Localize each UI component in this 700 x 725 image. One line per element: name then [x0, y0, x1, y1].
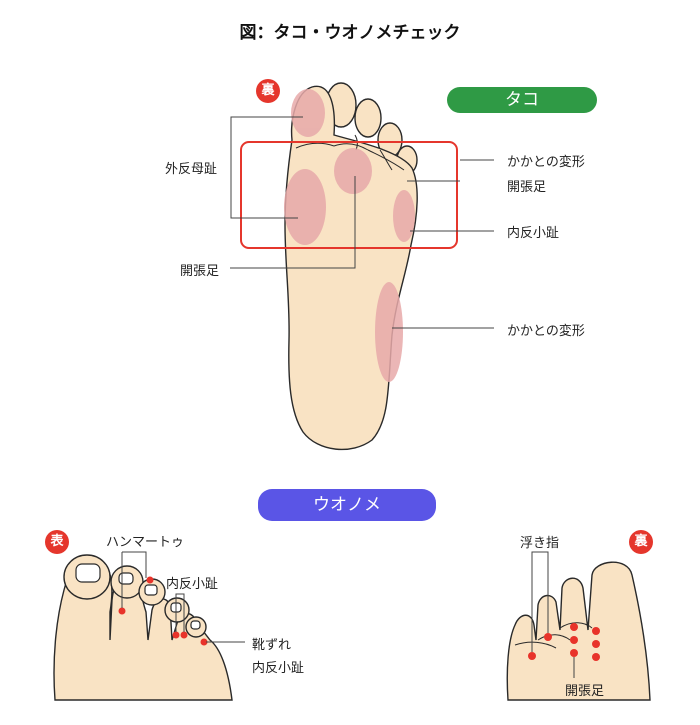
uoname-dot-hammer-toe-2	[146, 576, 154, 584]
top-leader-lines	[230, 116, 494, 329]
label-tailor-bunion-front-2: 内反小趾	[252, 661, 305, 676]
toe-3	[354, 98, 382, 138]
tako-spot-big-toe	[291, 89, 325, 137]
uoname-dot-floating-1	[528, 652, 536, 660]
uoname-dot-floating-2	[544, 633, 552, 641]
uoname-section-label: ウオノメ	[258, 489, 436, 521]
uoname-dots-sole	[528, 623, 600, 661]
foot-sole-bottom-view	[506, 561, 651, 701]
tako-spot-first-metatarsal	[284, 169, 326, 245]
uoname-dot-splay-6	[592, 653, 600, 661]
uoname-dot-tailor-2	[180, 631, 188, 639]
uoname-dot-splay-2	[570, 636, 578, 644]
tako-spot-fifth-metatarsal	[393, 190, 415, 242]
front-leader-lines	[121, 551, 245, 643]
uoname-dot-splay-3	[570, 649, 578, 657]
tako-spot-second-metatarsal	[334, 148, 372, 194]
label-splay-foot-sole: 開張足	[565, 684, 605, 699]
label-floating-toe: 浮き指	[520, 536, 560, 551]
uoname-dot-tailor-1	[172, 631, 180, 639]
uoname-dot-splay-4	[592, 627, 600, 635]
uoname-dot-shoe-rub	[200, 638, 208, 646]
label-heel-deformity-1: かかとの変形	[507, 155, 585, 170]
page-title: 図：タコ・ウオノメチェック	[239, 23, 461, 43]
badge-sole-top: 裏	[256, 79, 280, 103]
sole-bottom-leader-lines	[531, 551, 575, 678]
uoname-dot-splay-1	[570, 623, 578, 631]
uoname-dot-splay-5	[592, 640, 600, 648]
tako-spot-heel-edge	[375, 282, 403, 382]
badge-sole-bottom: 裏	[629, 530, 653, 554]
label-splay-foot-left: 開張足	[180, 264, 220, 279]
sole-bottom-body	[506, 561, 651, 701]
label-heel-deformity-2: かかとの変形	[507, 324, 585, 339]
sole-bottom-details	[514, 622, 593, 649]
label-splay-foot-right: 開張足	[507, 180, 547, 195]
label-tailor-bunion: 内反小趾	[507, 226, 560, 241]
forefoot-highlight-box	[240, 141, 458, 249]
sole-foot-top	[284, 82, 418, 451]
tako-spots	[284, 89, 415, 382]
label-hallux-valgus: 外反母趾	[165, 162, 218, 177]
tako-section-label: タコ	[447, 87, 597, 113]
label-shoe-rub: 靴ずれ	[252, 638, 292, 653]
badge-front: 表	[45, 530, 69, 554]
label-hammer-toe: ハンマートゥ	[106, 535, 185, 550]
uoname-dot-hammer-toe-1	[118, 607, 126, 615]
uoname-dots-front	[118, 576, 208, 646]
label-tailor-bunion-front: 内反小趾	[166, 577, 219, 592]
